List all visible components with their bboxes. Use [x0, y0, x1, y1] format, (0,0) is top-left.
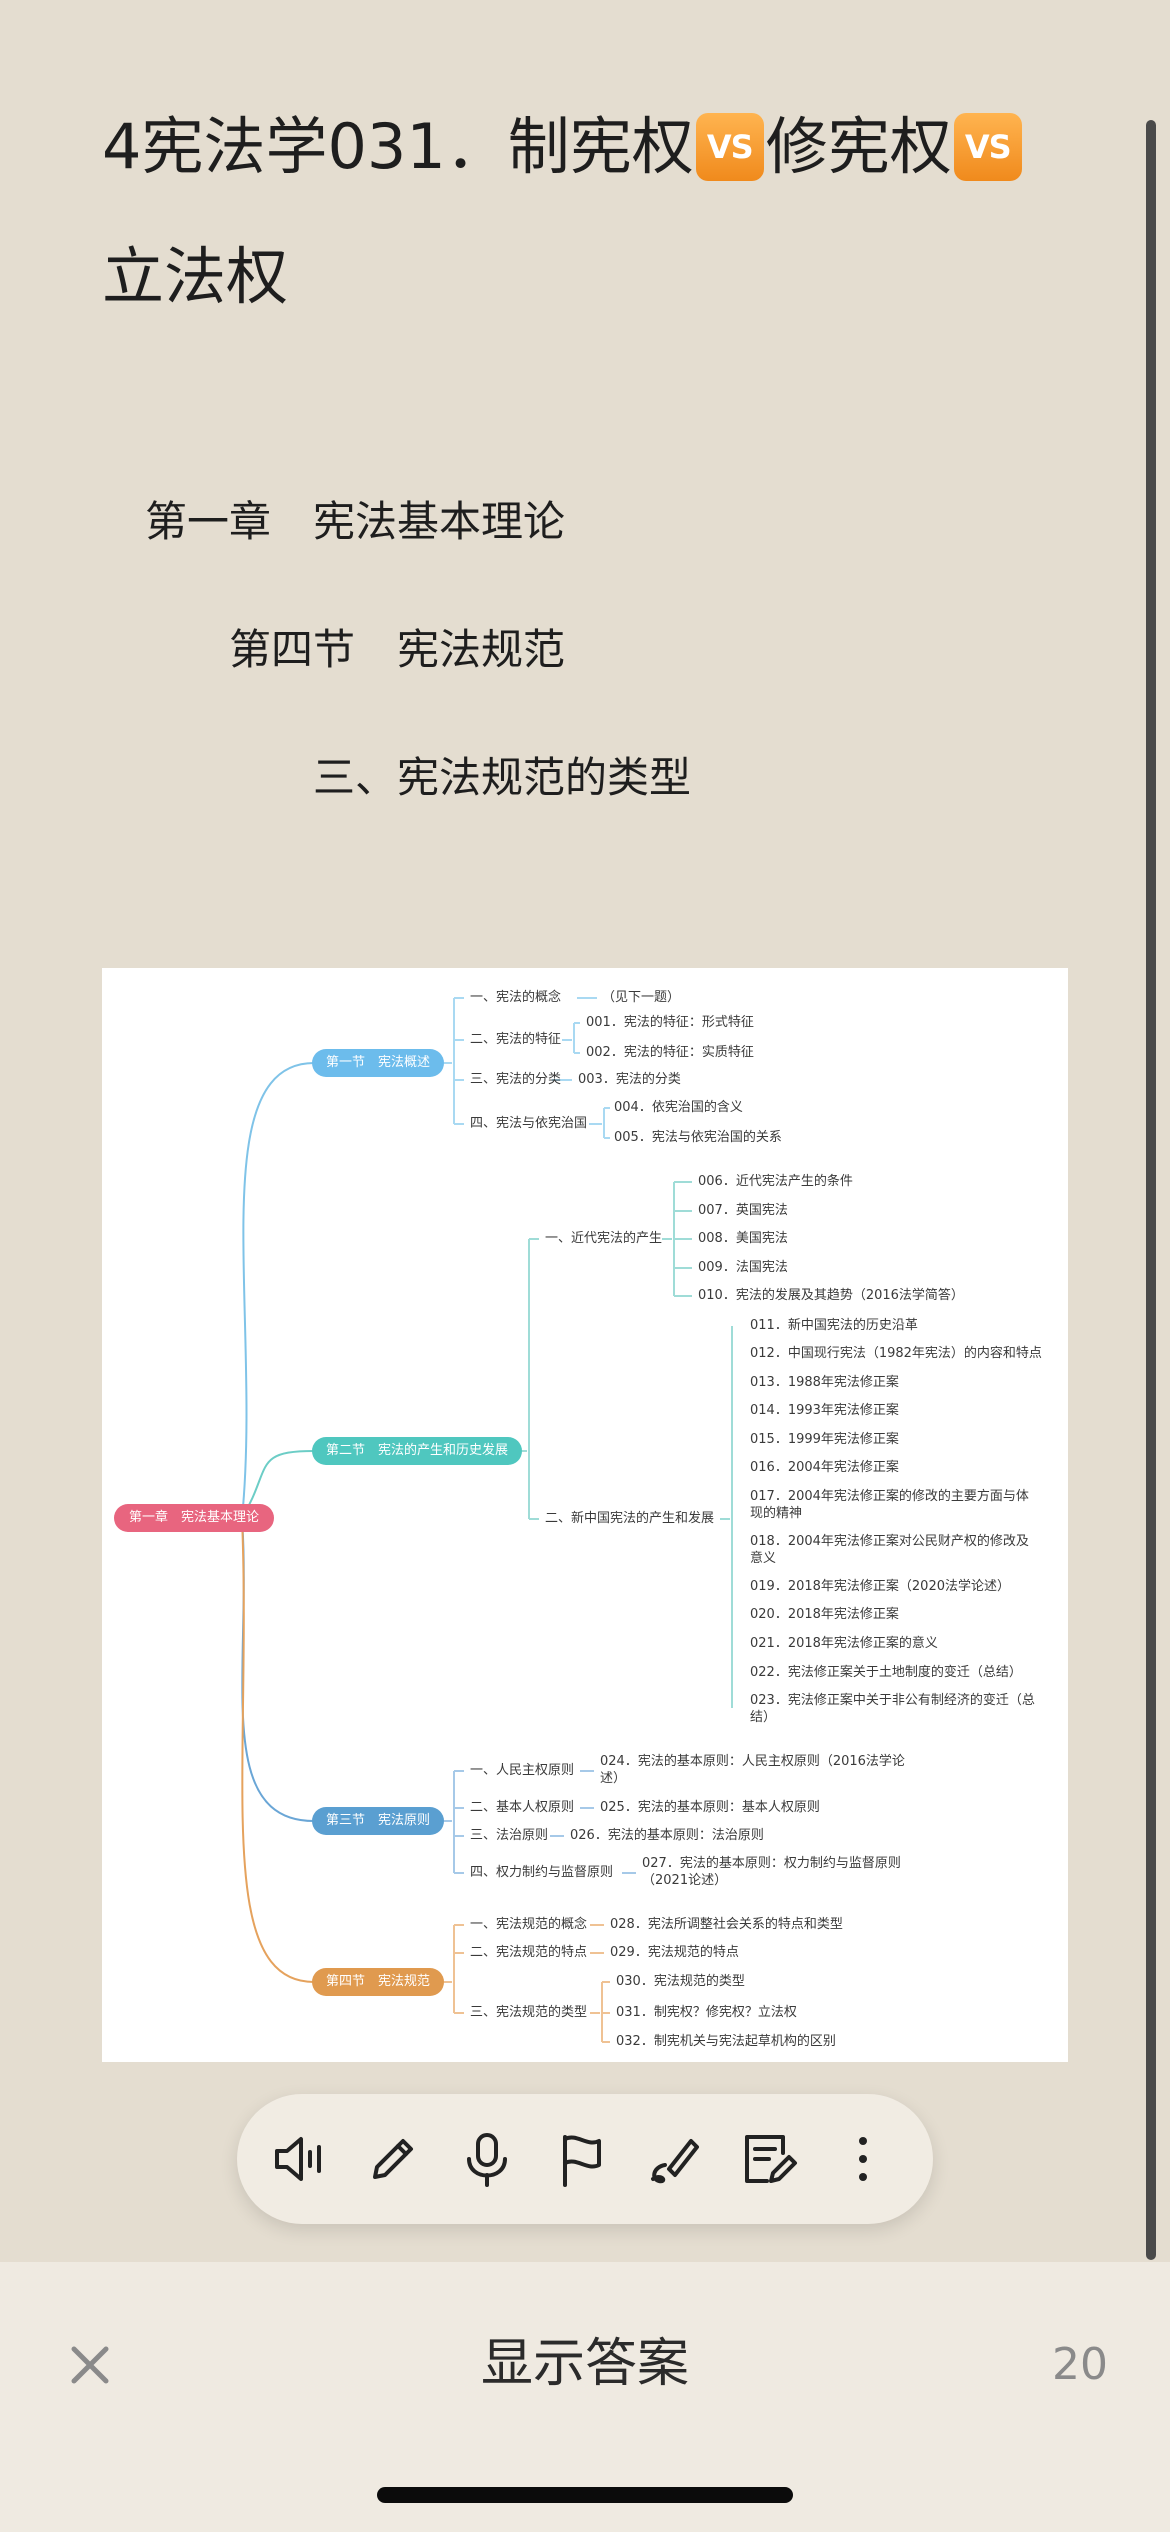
- mm-leaf: 031．制宪权？修宪权？立法权: [616, 2005, 797, 2020]
- scrollbar[interactable]: [1146, 120, 1156, 2260]
- mm-leaf: 026．宪法的基本原则：法治原则: [570, 1828, 764, 1843]
- mm-topic: 二、新中国宪法的产生和发展: [545, 1511, 715, 1526]
- speaker-icon: [275, 2137, 321, 2181]
- mm-leaf: 003．宪法的分类: [578, 1072, 681, 1087]
- mind-map-root: 第一章 宪法基本理论: [114, 1504, 274, 1532]
- heading-chapter: 第一章 宪法基本理论: [145, 497, 566, 546]
- mm-topic: 一、人民主权原则: [470, 1763, 575, 1778]
- mind-map-section-3: 第三节 宪法原则: [312, 1807, 444, 1835]
- mm-leaf: 002．宪法的特征：实质特征: [586, 1045, 754, 1060]
- mm-topic: 二、基本人权原则: [470, 1800, 575, 1815]
- mm-leaf: （见下一题）: [602, 990, 681, 1005]
- mm-leaf: 016．2004年宪法修正案: [750, 1460, 899, 1475]
- mm-topic: 三、宪法的分类: [470, 1072, 562, 1087]
- mm-leaf: 008．美国宪法: [698, 1231, 788, 1246]
- pencil-icon: [373, 2139, 413, 2179]
- mm-topic: 二、宪法规范的特点: [470, 1945, 588, 1960]
- vs-badge-icon: VS: [953, 113, 1022, 181]
- mm-leaf: 006．近代宪法产生的条件: [698, 1174, 853, 1189]
- mm-topic: 一、近代宪法的产生: [545, 1231, 663, 1246]
- vs-badge-icon: VS: [695, 113, 764, 181]
- mm-leaf: 025．宪法的基本原则：基本人权原则: [600, 1800, 820, 1815]
- scribble-button[interactable]: [639, 2123, 711, 2195]
- mm-leaf: 014．1993年宪法修正案: [750, 1403, 899, 1418]
- mm-topic: 一、宪法的概念: [470, 990, 562, 1005]
- edit-note-icon: [745, 2135, 797, 2183]
- close-icon: [71, 2346, 109, 2384]
- mind-map-section-2: 第二节 宪法的产生和历史发展: [312, 1437, 522, 1465]
- mm-leaf: 024．宪法的基本原则：人民主权原则（2016法学论述）: [600, 1754, 905, 1786]
- mm-leaf: 013．1988年宪法修正案: [750, 1375, 899, 1390]
- mm-topic: 四、宪法与依宪治国: [470, 1116, 588, 1131]
- mind-map-connectors: [241, 997, 733, 2043]
- mm-leaf: 009．法国宪法: [698, 1260, 788, 1275]
- title-part-3: 立法权: [102, 240, 289, 313]
- mm-leaf: 030．宪法规范的类型: [616, 1974, 745, 1989]
- flag-button[interactable]: [545, 2123, 617, 2195]
- mm-leaf: 015．1999年宪法修正案: [750, 1432, 899, 1447]
- close-button[interactable]: [62, 2337, 118, 2393]
- mm-leaf: 012．中国现行宪法（1982年宪法）的内容和特点: [750, 1346, 1042, 1361]
- mm-leaf: 017．2004年宪法修正案的修改的主要方面与体现的精神: [750, 1489, 1029, 1521]
- mm-topic: 二、宪法的特征: [470, 1032, 562, 1047]
- mm-leaf: 027．宪法的基本原则：权力制约与监督原则（2021论述）: [642, 1856, 901, 1888]
- mm-leaf: 023．宪法修正案中关于非公有制经济的变迁（总结）: [750, 1693, 1035, 1725]
- mm-topic: 三、法治原则: [470, 1828, 549, 1843]
- home-indicator[interactable]: [377, 2487, 793, 2503]
- mm-topic: 一、宪法规范的概念: [470, 1917, 588, 1932]
- remaining-count: 20: [1052, 2339, 1108, 2390]
- mm-leaf: 022．宪法修正案关于土地制度的变迁（总结）: [750, 1665, 1022, 1680]
- mm-leaf: 010．宪法的发展及其趋势（2016法学简答）: [698, 1288, 964, 1303]
- mm-leaf: 032．制宪机关与宪法起草机构的区别: [616, 2034, 836, 2049]
- mm-leaf: 029．宪法规范的特点: [610, 1945, 739, 1960]
- title-part-1: 4宪法学031．制宪权: [102, 110, 694, 183]
- mm-leaf: 007．英国宪法: [698, 1203, 788, 1218]
- mm-leaf: 011．新中国宪法的历史沿革: [750, 1318, 918, 1333]
- more-icon: [859, 2137, 867, 2181]
- pen-scribble-icon: [651, 2139, 699, 2184]
- heading-item: 三、宪法规范的类型: [313, 753, 692, 802]
- speaker-button[interactable]: [263, 2123, 335, 2195]
- mind-map-section-1: 第一节 宪法概述: [312, 1049, 444, 1077]
- mm-leaf: 005．宪法与依宪治国的关系: [614, 1130, 782, 1145]
- heading-section: 第四节 宪法规范: [229, 625, 566, 674]
- edit-note-button[interactable]: [733, 2123, 805, 2195]
- show-answer-button[interactable]: 显示答案: [480, 2334, 689, 2394]
- mm-topic: 三、宪法规范的类型: [470, 2005, 588, 2020]
- mm-topic: 四、权力制约与监督原则: [470, 1865, 614, 1880]
- title-part-2: 修宪权: [765, 110, 952, 183]
- microphone-button[interactable]: [451, 2123, 523, 2195]
- mind-map-section-4: 第四节 宪法规范: [312, 1968, 444, 1996]
- mm-leaf: 018．2004年宪法修正案对公民财产权的修改及意义: [750, 1534, 1029, 1566]
- flag-icon: [563, 2135, 601, 2187]
- pencil-button[interactable]: [357, 2123, 429, 2195]
- more-button[interactable]: [827, 2123, 899, 2195]
- mind-map-image: 第一章 宪法基本理论 第一节 宪法概述 第二节 宪法的产生和历史发展 第三节 宪…: [102, 968, 1068, 2062]
- bottom-bar: 显示答案 20: [0, 2262, 1170, 2532]
- mm-leaf: 028．宪法所调整社会关系的特点和类型: [610, 1917, 843, 1932]
- mm-leaf: 001．宪法的特征：形式特征: [586, 1015, 754, 1030]
- card-toolbar: [237, 2094, 933, 2224]
- mm-leaf: 020．2018年宪法修正案: [750, 1607, 899, 1622]
- mm-leaf: 019．2018年宪法修正案（2020法学论述）: [750, 1579, 1010, 1594]
- microphone-icon: [467, 2133, 507, 2187]
- mm-leaf: 021．2018年宪法修正案的意义: [750, 1636, 938, 1651]
- mm-leaf: 004．依宪治国的含义: [614, 1100, 743, 1115]
